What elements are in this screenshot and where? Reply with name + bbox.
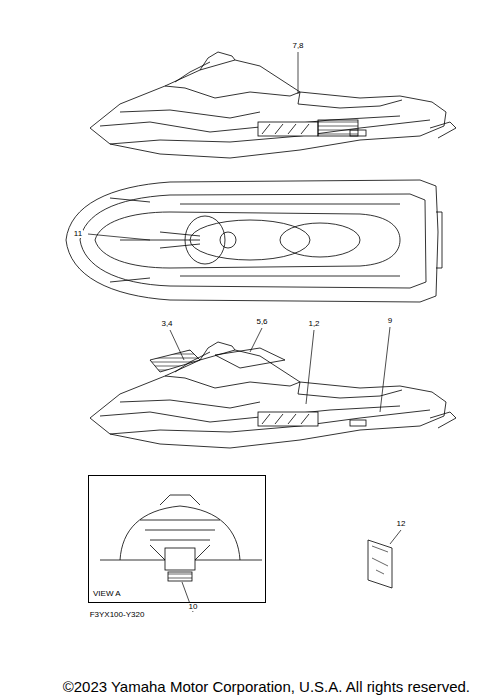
copyright-caption: ©2023 Yamaha Motor Corporation, U.S.A. A… — [63, 679, 470, 694]
view-label: VIEW A — [93, 590, 121, 598]
callout-number: 7,8 — [291, 42, 304, 50]
callout-number: 3,4 — [160, 320, 173, 328]
callout-number: 11 — [73, 230, 83, 238]
callout-number: 12 — [396, 520, 407, 528]
drawing-code: F3YX100-Y320 — [89, 611, 146, 619]
callout-number: 10 — [188, 603, 199, 611]
callout-number: 9 — [387, 317, 393, 325]
callout-number: 1,2 — [307, 320, 320, 328]
view-frame: VIEW A — [88, 475, 266, 603]
callout-number: 5,6 — [255, 318, 268, 326]
